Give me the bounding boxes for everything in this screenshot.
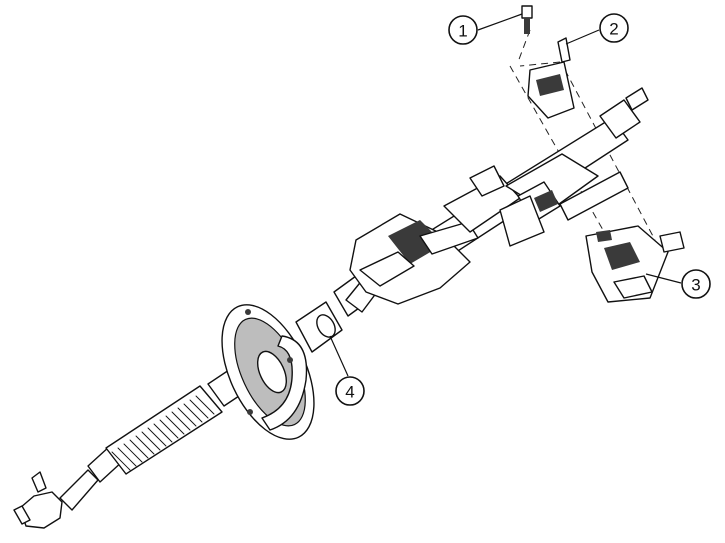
callout-1-label: 1 [458,22,467,41]
column-housing [349,87,649,305]
bellows [105,385,223,475]
bolt [521,5,533,34]
callout-2: 2 [599,13,629,43]
ignition-switch [585,225,685,303]
callout-2-label: 2 [609,20,618,39]
callout-4-label: 4 [345,383,354,402]
callout-4: 4 [335,376,365,406]
dash-seal-flange [221,304,315,440]
leader-lines [329,13,682,377]
callout-3-label: 3 [691,276,700,295]
shroud-bracket [527,37,575,119]
callout-1: 1 [448,15,478,45]
callout-3: 3 [681,269,711,299]
